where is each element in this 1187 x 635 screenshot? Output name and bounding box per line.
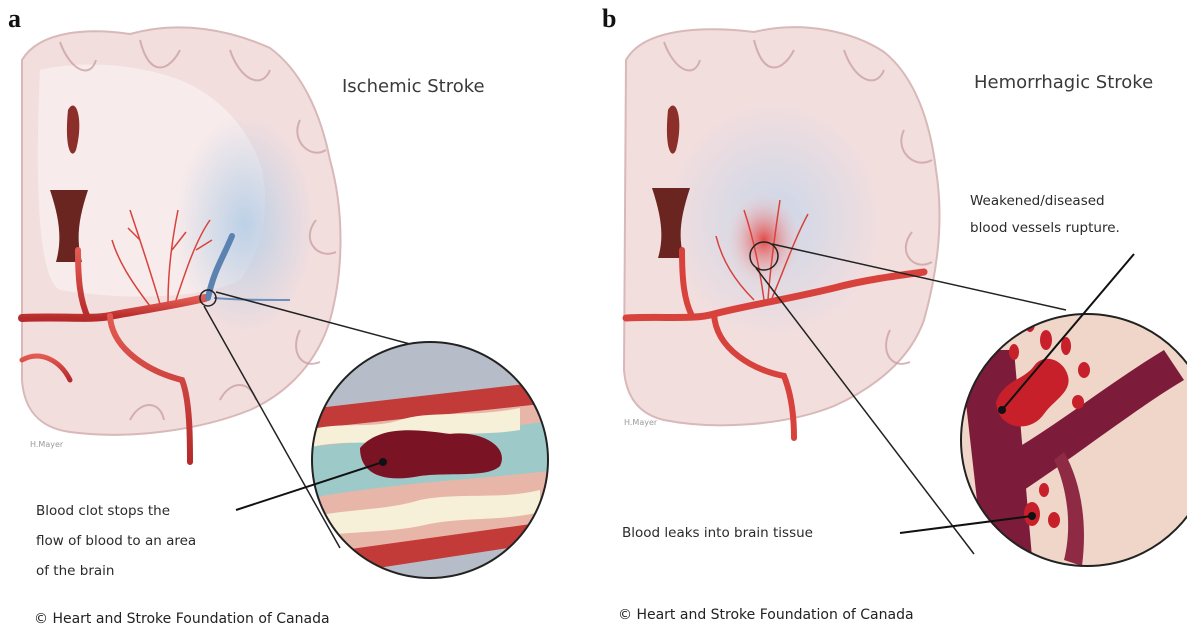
callout-line: flow of blood to an area (36, 526, 196, 556)
clot-zoom-view (300, 340, 560, 580)
panel-hemorrhagic: b Hemorrhagic Stroke H.Mayer Weakened/di… (594, 0, 1187, 635)
callout-line: Weakened/diseased (970, 188, 1120, 215)
panel-ischemic: a Ischemic Stroke H.Mayer Blood clot sto… (0, 0, 594, 635)
hemorrhage-area (724, 190, 804, 290)
rupture-callout: Weakened/diseased blood vessels rupture. (970, 188, 1120, 242)
panel-letter-b: b (602, 4, 616, 34)
leak-callout: Blood leaks into brain tissue (622, 518, 813, 548)
callout-line: of the brain (36, 556, 196, 586)
blood-clot (360, 430, 502, 478)
callout-line: Blood clot stops the (36, 496, 196, 526)
rupture-zoom-view (954, 310, 1187, 580)
copyright-notice: © Heart and Stroke Foundation of Canada (618, 607, 914, 623)
ischemic-stroke-title: Ischemic Stroke (342, 76, 485, 97)
copyright-notice: © Heart and Stroke Foundation of Canada (34, 611, 330, 627)
clot-callout: Blood clot stops the flow of blood to an… (36, 496, 196, 586)
artist-signature: H.Mayer (30, 440, 63, 449)
artist-signature: H.Mayer (624, 418, 657, 427)
panel-letter-a: a (8, 4, 21, 34)
callout-line: blood vessels rupture. (970, 215, 1120, 242)
hemorrhagic-stroke-title: Hemorrhagic Stroke (974, 72, 1153, 93)
